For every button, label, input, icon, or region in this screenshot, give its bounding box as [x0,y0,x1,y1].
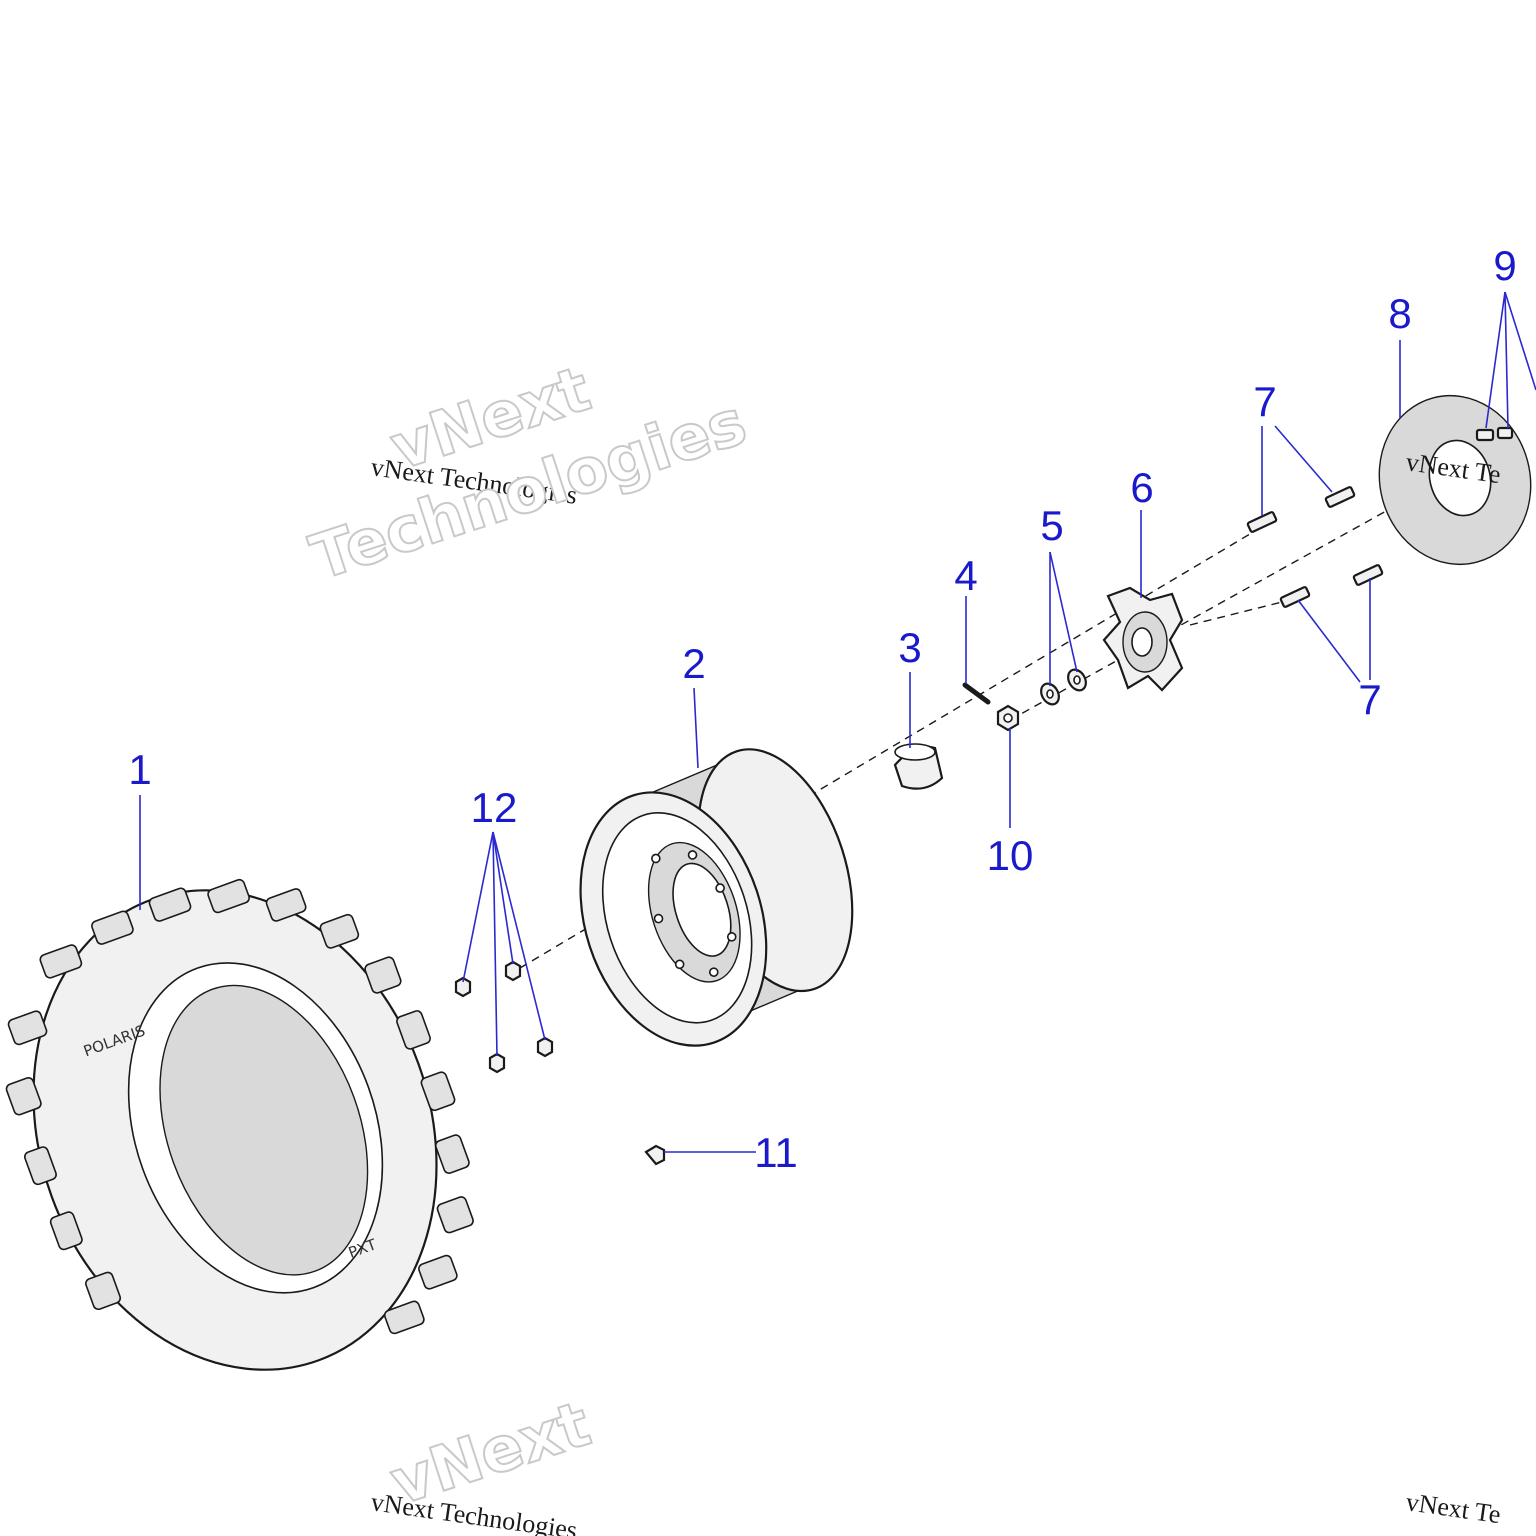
castle-nut [996,704,1020,732]
callout-8: 8 [1388,290,1411,337]
tire-tread [5,878,474,1335]
callout-11: 11 [754,1129,798,1176]
valve-stem [644,1144,666,1166]
callout-2: 2 [682,640,705,687]
callout-10: 10 [987,832,1034,879]
callout-4: 4 [954,552,977,599]
hub-cap [893,743,944,790]
callout-5: 5 [1040,502,1063,549]
cotter-pin [962,682,991,705]
callout-9: 9 [1493,242,1516,289]
lug-nuts [454,960,554,1074]
callout-7-upper: 7 [1253,378,1276,425]
disc-mount-bolts [1475,426,1514,442]
wheel-hub [1102,586,1184,692]
callout-12: 12 [471,784,518,831]
callout-6: 6 [1130,464,1153,511]
leader-lines [139,291,1536,1153]
tire: POLARIS PXT [5,878,474,1371]
watermarks: vNext Technologies vNext Technologies vN… [301,351,1502,1536]
callout-3: 3 [898,624,921,671]
wheel-rim [579,748,854,1047]
callout-7-lower: 7 [1358,676,1381,723]
washers [1040,668,1087,706]
callout-labels: 1 2 3 4 5 6 7 7 8 9 10 11 12 [128,242,1516,1176]
brake-disc-bolts [1246,486,1384,608]
watermark-big-bottom-line1: vNext [382,1387,599,1519]
watermark-small-bottom-right: vNext Te [1404,1487,1502,1529]
rim-lug-holes [651,850,737,977]
callout-1: 1 [128,746,151,793]
